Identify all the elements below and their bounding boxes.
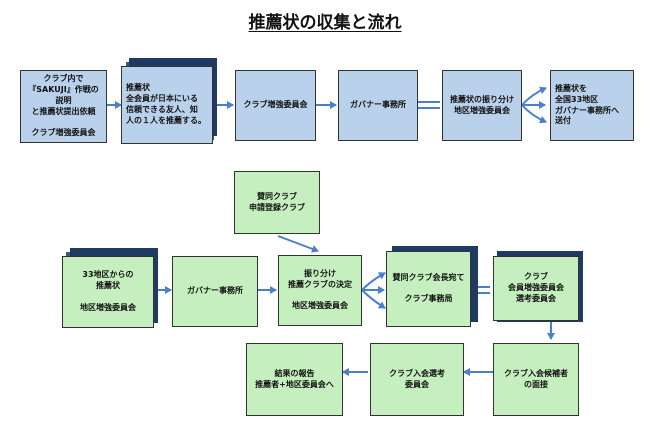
box-decide-recommended-club: 振り分け 推薦クラブの決定 地区増強委員会 [278,255,362,326]
arrow-d2-top [277,235,319,253]
box-club-chair-secretariat: 賛同クラブ会長宛て クラブ事務局 [386,251,471,327]
box-report-results: 結果の報告 推薦者+地区委員会へ [246,343,343,416]
fan2-down [361,289,386,309]
fan-arrow-up [521,86,547,106]
step-governor-office: ガバナー事務所 [338,70,418,141]
box-admission-selection: クラブ入会選考 委員会 [370,343,464,416]
box-letters-from-33-districts: 33地区からの 推薦状 地区増強委員会 [62,256,154,328]
box-governor-office: ガバナー事務所 [172,256,258,327]
step-club-explanation: クラブ内で 『SAKUJI』作戦の説明 と推薦状提出依頼 クラブ増強委員会 [20,70,107,143]
fan2-up [361,272,386,291]
step-sorting-district: 推薦状の振り分け 地区増強委員会 [442,70,522,141]
step-club-committee: クラブ増強委員会 [235,70,316,141]
box-candidate-interview: クラブ入会候補者 の面接 [493,343,579,416]
step-recommendation-letter: 推薦状 全会員が日本にいる 信頼できる友人、知 人の１人を推薦する。 [121,66,213,144]
fan-arrow-down [521,104,547,124]
box-club-membership-committee: クラブ 会員増強委員会 選考委員会 [493,256,579,321]
step-send-to-33-districts: 推薦状を 全国33地区 ガバナー事務所へ 送付 [550,70,634,141]
page-title: 推薦状の収集と流れ [248,13,402,33]
box-supporting-clubs: 賛同クラブ 申請登録クラブ [234,171,320,234]
